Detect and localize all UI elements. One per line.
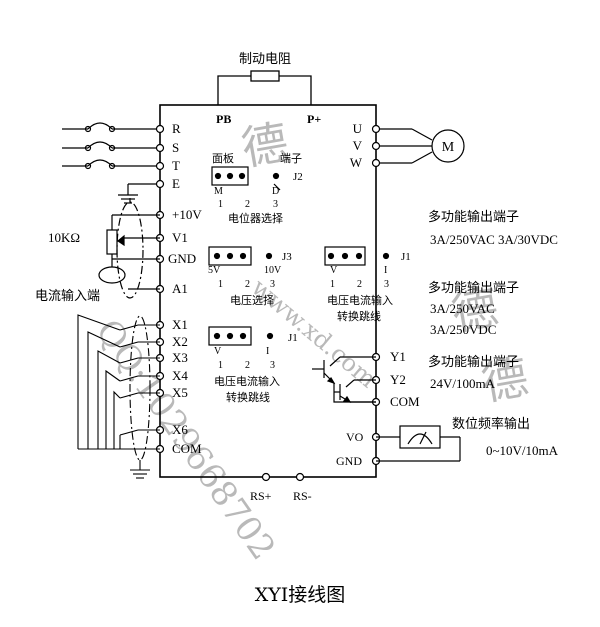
- brake-resistor-label: 制动电阻: [239, 52, 291, 67]
- j3-jumper: [208, 246, 273, 266]
- terminal-com-left: COM: [172, 441, 202, 456]
- terminal-10v: +10V: [172, 207, 202, 222]
- j1-left-pin-1: 1: [218, 360, 223, 371]
- relay2-spec-2: 3A/250VDC: [430, 322, 496, 337]
- j1-right-jumper: [324, 246, 390, 266]
- output-transistors: [312, 356, 376, 403]
- j1-left-name: J1: [288, 332, 298, 344]
- relay2-title: 多功能输出端子: [428, 280, 519, 296]
- j2-pin-3: 3: [273, 199, 278, 210]
- relay1-spec: 3A/250VAC 3A/30VDC: [430, 232, 558, 247]
- digital-input-switches: [77, 314, 160, 479]
- terminal-x1: X1: [172, 317, 188, 332]
- j2-pin-d: D: [272, 186, 279, 197]
- watermark-glyph-1: 德: [238, 115, 293, 176]
- j1-right-title-1: 电压电流输入: [327, 293, 393, 307]
- pb-label: PB: [216, 112, 231, 126]
- j3-name: J3: [282, 251, 292, 263]
- rs-minus-label: RS-: [293, 489, 312, 503]
- p-plus-label: P+: [307, 112, 321, 126]
- left-terminal-labels: R S T E +10V V1 GND A1 X1 X2 X3 X4 X5 X6…: [168, 121, 202, 456]
- frequency-meter: [376, 425, 461, 462]
- freq-output-title: 数位频率输出: [452, 416, 530, 432]
- terminal-x2: X2: [172, 334, 188, 349]
- terminal-x4: X4: [172, 368, 188, 383]
- j3-pin-1: 1: [218, 279, 223, 290]
- j2-right-label: 端子: [280, 152, 302, 165]
- j1-right-pin-1: 1: [330, 279, 335, 290]
- terminal-v: V: [353, 138, 363, 153]
- j3-pin-3: 3: [270, 279, 275, 290]
- terminal-gnd-right: GND: [336, 454, 362, 468]
- j3-pin-2: 2: [245, 279, 250, 290]
- terminal-x3: X3: [172, 350, 188, 365]
- relay1-title: 多功能输出端子: [428, 209, 519, 225]
- terminal-x6: X6: [172, 422, 188, 437]
- brake-resistor: [217, 70, 312, 105]
- potentiometer-wiring: [98, 198, 160, 299]
- j1-right-pin-i: I: [384, 265, 387, 276]
- watermark-glyph-2: 德: [448, 280, 503, 341]
- current-input-label: 电流输入端: [35, 288, 100, 304]
- diagram-caption: XYI接线图: [254, 584, 346, 606]
- terminal-x5: X5: [172, 385, 188, 400]
- terminal-e: E: [172, 176, 180, 191]
- j2-title: 电位器选择: [228, 211, 283, 225]
- j1-right-name: J1: [401, 251, 411, 263]
- j1-left-pin-2: 2: [245, 360, 250, 371]
- j1-right-pin-2: 2: [357, 279, 362, 290]
- terminal-a1: A1: [172, 281, 188, 296]
- terminal-gnd: GND: [168, 251, 196, 266]
- watermark-glyph-3: 德: [478, 350, 533, 411]
- j1-left-jumper: [208, 326, 274, 346]
- terminal-w: W: [350, 155, 363, 170]
- oc-output-spec: 24V/100mA: [430, 376, 496, 391]
- terminal-y2: Y2: [390, 372, 406, 387]
- freq-output-spec: 0~10V/10mA: [486, 443, 559, 458]
- terminal-t: T: [172, 158, 180, 173]
- rs-plus-label: RS+: [250, 489, 272, 503]
- terminal-s: S: [172, 140, 179, 155]
- j1-left-pin-3: 3: [270, 360, 275, 371]
- rs485-terminals: [261, 472, 305, 482]
- j1-right-title-2: 转换跳线: [337, 309, 381, 323]
- j3-title: 电压选择: [230, 293, 274, 307]
- j2-pin-m: M: [214, 186, 223, 197]
- terminal-com-right: COM: [390, 394, 420, 409]
- j2-pin-2: 2: [245, 199, 250, 210]
- terminal-vo: VO: [346, 430, 364, 444]
- j3-pin-10v: 10V: [264, 265, 282, 276]
- j2-pin-1: 1: [218, 199, 223, 210]
- terminal-u: U: [353, 121, 363, 136]
- terminal-y1: Y1: [390, 349, 406, 364]
- j1-left-pin-i: I: [266, 346, 269, 357]
- j2-jumper: [211, 166, 281, 191]
- relay2-spec-1: 3A/250VAC: [430, 301, 495, 316]
- j1-right-pin-v: V: [330, 265, 338, 276]
- j1-left-title-1: 电压电流输入: [214, 374, 280, 388]
- j1-right-pin-3: 3: [384, 279, 389, 290]
- power-input: [62, 122, 160, 204]
- j2-name: J2: [293, 171, 303, 183]
- terminal-r: R: [172, 121, 181, 136]
- j2-left-label: 面板: [212, 151, 234, 165]
- j1-left-title-2: 转换跳线: [226, 390, 270, 404]
- terminal-v1: V1: [172, 230, 188, 245]
- j3-pin-5v: 5V: [208, 265, 221, 276]
- motor-wiring: [376, 128, 465, 164]
- motor-label: M: [442, 140, 455, 155]
- oc-output-title: 多功能输出端子: [428, 354, 519, 370]
- j1-left-pin-v: V: [214, 346, 222, 357]
- potentiometer-label: 10KΩ: [48, 230, 80, 245]
